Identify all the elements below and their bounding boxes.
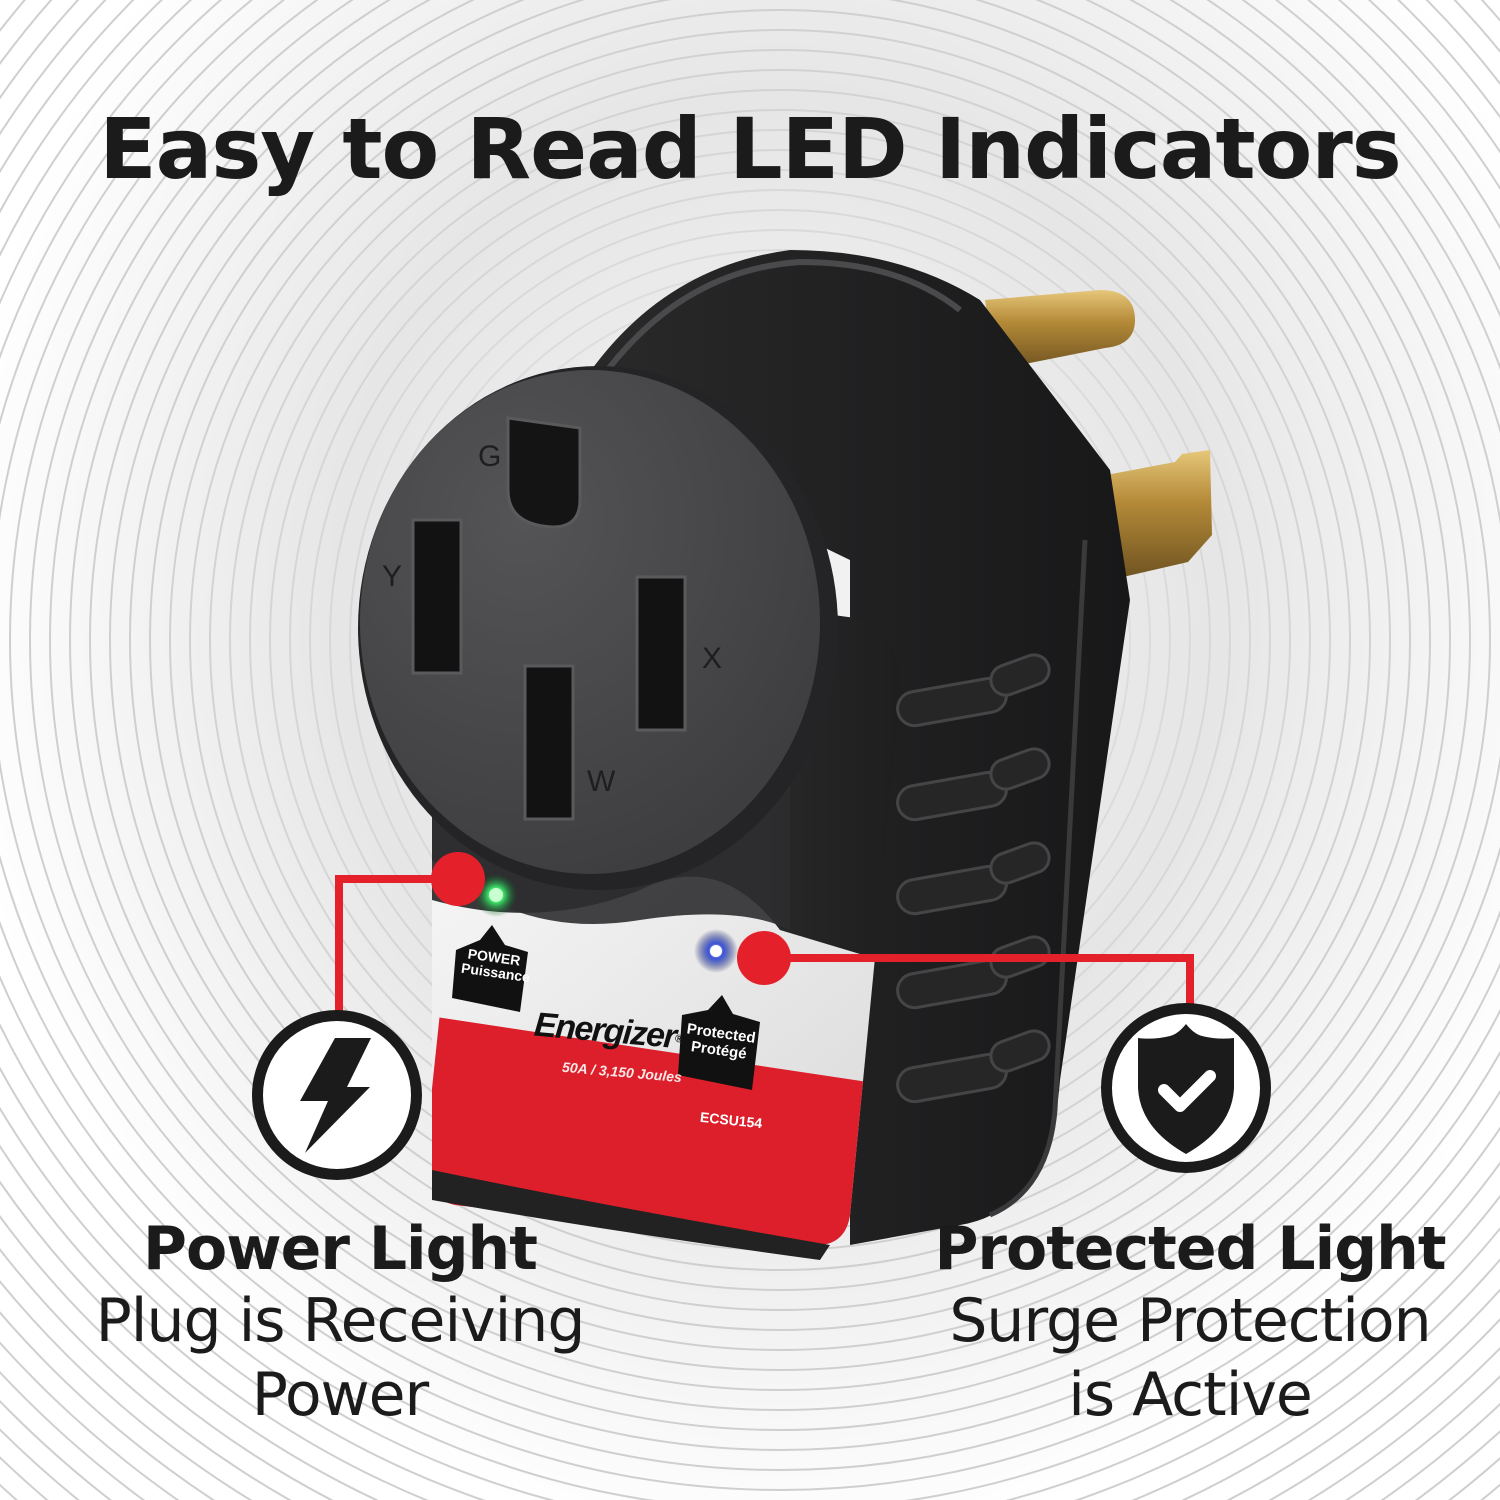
slot-y (411, 518, 463, 675)
protected-tag-shape (678, 995, 760, 1090)
feature-title: Power Light (143, 1214, 538, 1284)
ground-slot (506, 416, 582, 529)
socket-label-g: G (478, 440, 502, 473)
headline: Easy to Read LED Indicators (99, 100, 1402, 198)
feature-description-line2: Power (251, 1360, 429, 1430)
slot-x (635, 575, 687, 732)
lightning-bolt-icon (300, 1038, 371, 1153)
power-icon-badge (252, 1010, 422, 1180)
socket-label-x: X (702, 642, 723, 675)
protected-callout-line (764, 954, 1194, 1005)
protected-callout-dot (737, 931, 791, 985)
slot-w (523, 664, 575, 821)
feature-description-line2: is Active (1068, 1360, 1313, 1430)
power-callout-dot (431, 852, 485, 906)
power-callout-line (335, 875, 458, 1012)
shield-check-icon (1138, 1024, 1234, 1154)
side-grip-ribs (896, 653, 1051, 1104)
power-tag-shape (452, 925, 528, 1012)
feature-protected-light: Protected Light Surge Protection is Acti… (900, 1214, 1480, 1432)
socket-label-w: W (587, 765, 616, 798)
feature-description-line1: Surge Protection (949, 1286, 1431, 1356)
receptacle-face (358, 366, 838, 890)
round-ground-prong (985, 290, 1135, 370)
protected-icon-badge (1101, 1003, 1271, 1173)
socket-label-y: Y (382, 560, 403, 593)
feature-description-line1: Plug is Receiving (95, 1286, 586, 1356)
feature-title: Protected Light (934, 1214, 1446, 1284)
feature-power-light: Power Light Plug is Receiving Power (60, 1214, 620, 1432)
